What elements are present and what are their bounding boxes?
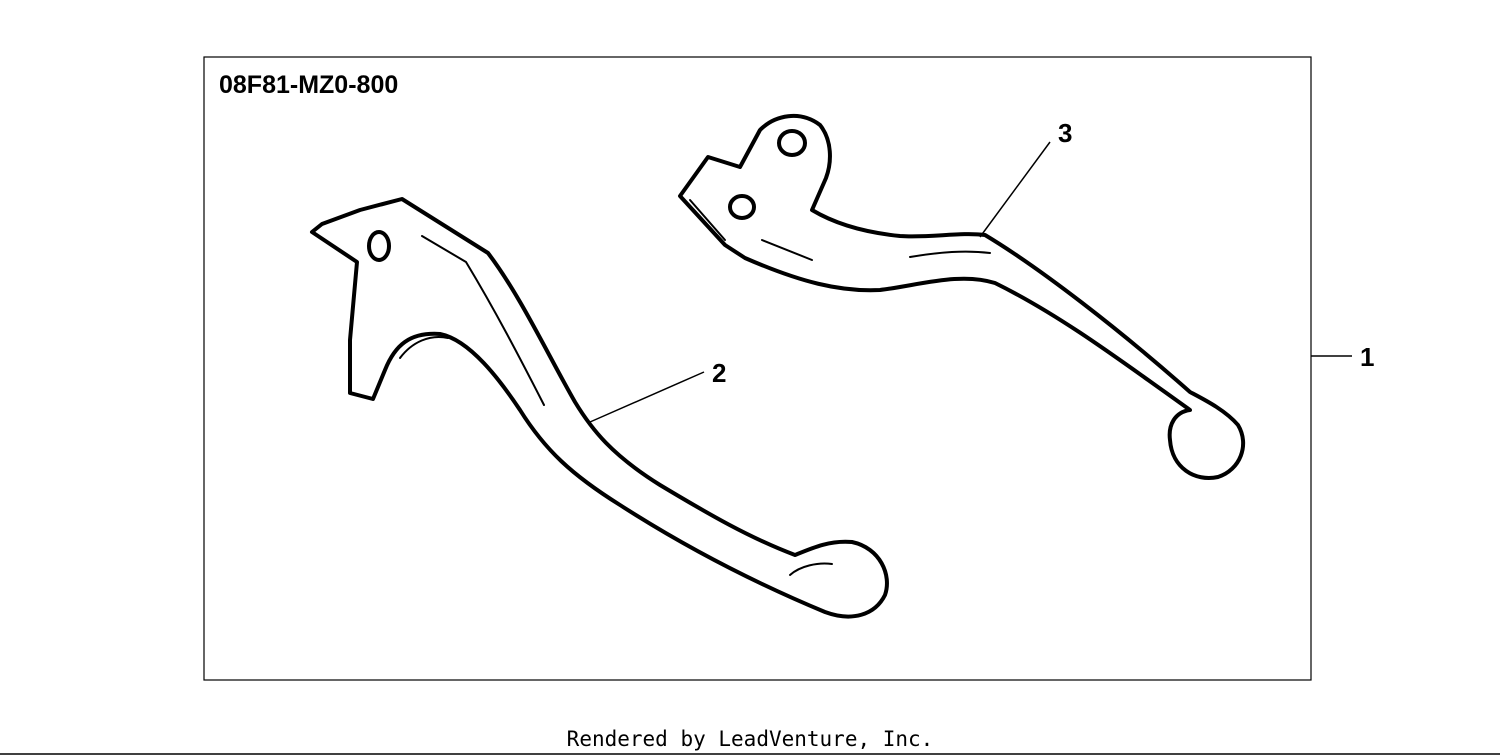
lever-right-ridge bbox=[761, 239, 813, 261]
callout-lever-left: 2 bbox=[712, 358, 726, 388]
lever-left[interactable] bbox=[310, 197, 889, 619]
lever-right[interactable] bbox=[678, 113, 1246, 480]
lever-right-pivot-hole-upper bbox=[777, 129, 807, 157]
callout-lever-right: 3 bbox=[1058, 118, 1072, 148]
lever-left-tip-curl bbox=[789, 562, 833, 576]
lever-right-body bbox=[678, 113, 1246, 480]
part-number-label: 08F81-MZ0-800 bbox=[219, 71, 398, 99]
footer-credit: Rendered by LeadVenture, Inc. bbox=[567, 727, 934, 751]
diagram-frame bbox=[203, 56, 1312, 681]
lever-right-highlight bbox=[909, 250, 991, 258]
lever-right-edge bbox=[689, 199, 726, 241]
lever-left-ridge bbox=[421, 235, 545, 406]
callout-assembly: 1 bbox=[1360, 342, 1374, 372]
lever-right-pivot-hole-lower bbox=[728, 194, 756, 220]
lever-left-inner-arc bbox=[399, 336, 449, 359]
lever-left-pivot-hole bbox=[367, 230, 391, 262]
leader-line-lever-right bbox=[979, 141, 1051, 238]
leader-line-lever-left bbox=[589, 371, 705, 423]
lever-left-body bbox=[310, 197, 889, 619]
